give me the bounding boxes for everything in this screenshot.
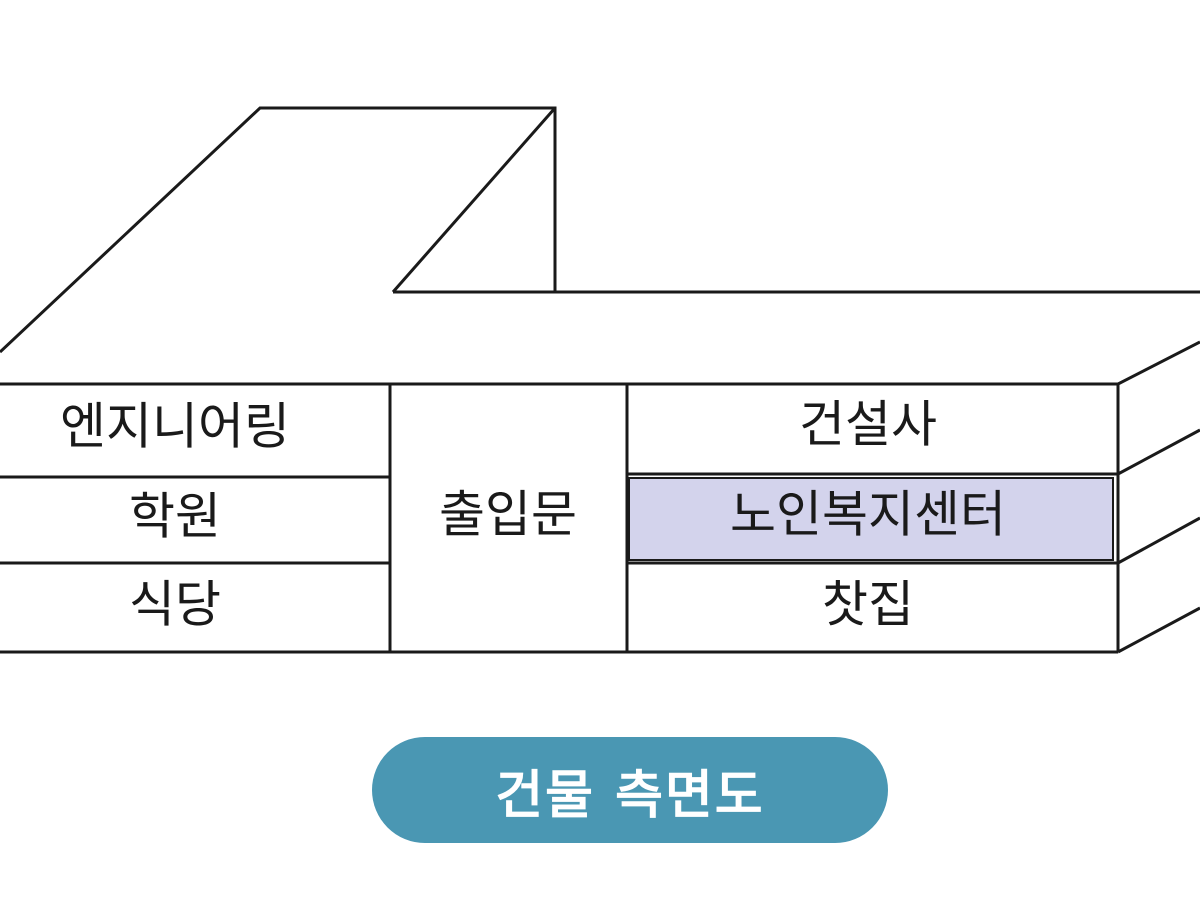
caption-badge: 건물 측면도 [372,737,888,843]
caption-text: 건물 측면도 [495,765,765,826]
raised-block-outline [0,106,557,354]
room-label-tea-house: 찻집 [822,576,914,634]
senior-center-highlight [628,477,1114,561]
room-label-engineering: 엔지니어링 [60,398,290,456]
room-label-restaurant: 식당 [129,576,221,634]
room-label-construction: 건설사 [799,396,937,454]
side-depth-line-3 [1117,606,1200,654]
raised-block-edge [391,107,557,293]
room-label-senior-center: 노인복지센터 [730,486,1006,544]
roof-right-diagonal [1117,340,1200,386]
room-label-entrance: 출입문 [439,486,577,544]
side-depth-line-2 [1117,516,1200,565]
room-label-academy: 학원 [129,488,221,546]
side-depth-line-1 [1117,428,1200,476]
